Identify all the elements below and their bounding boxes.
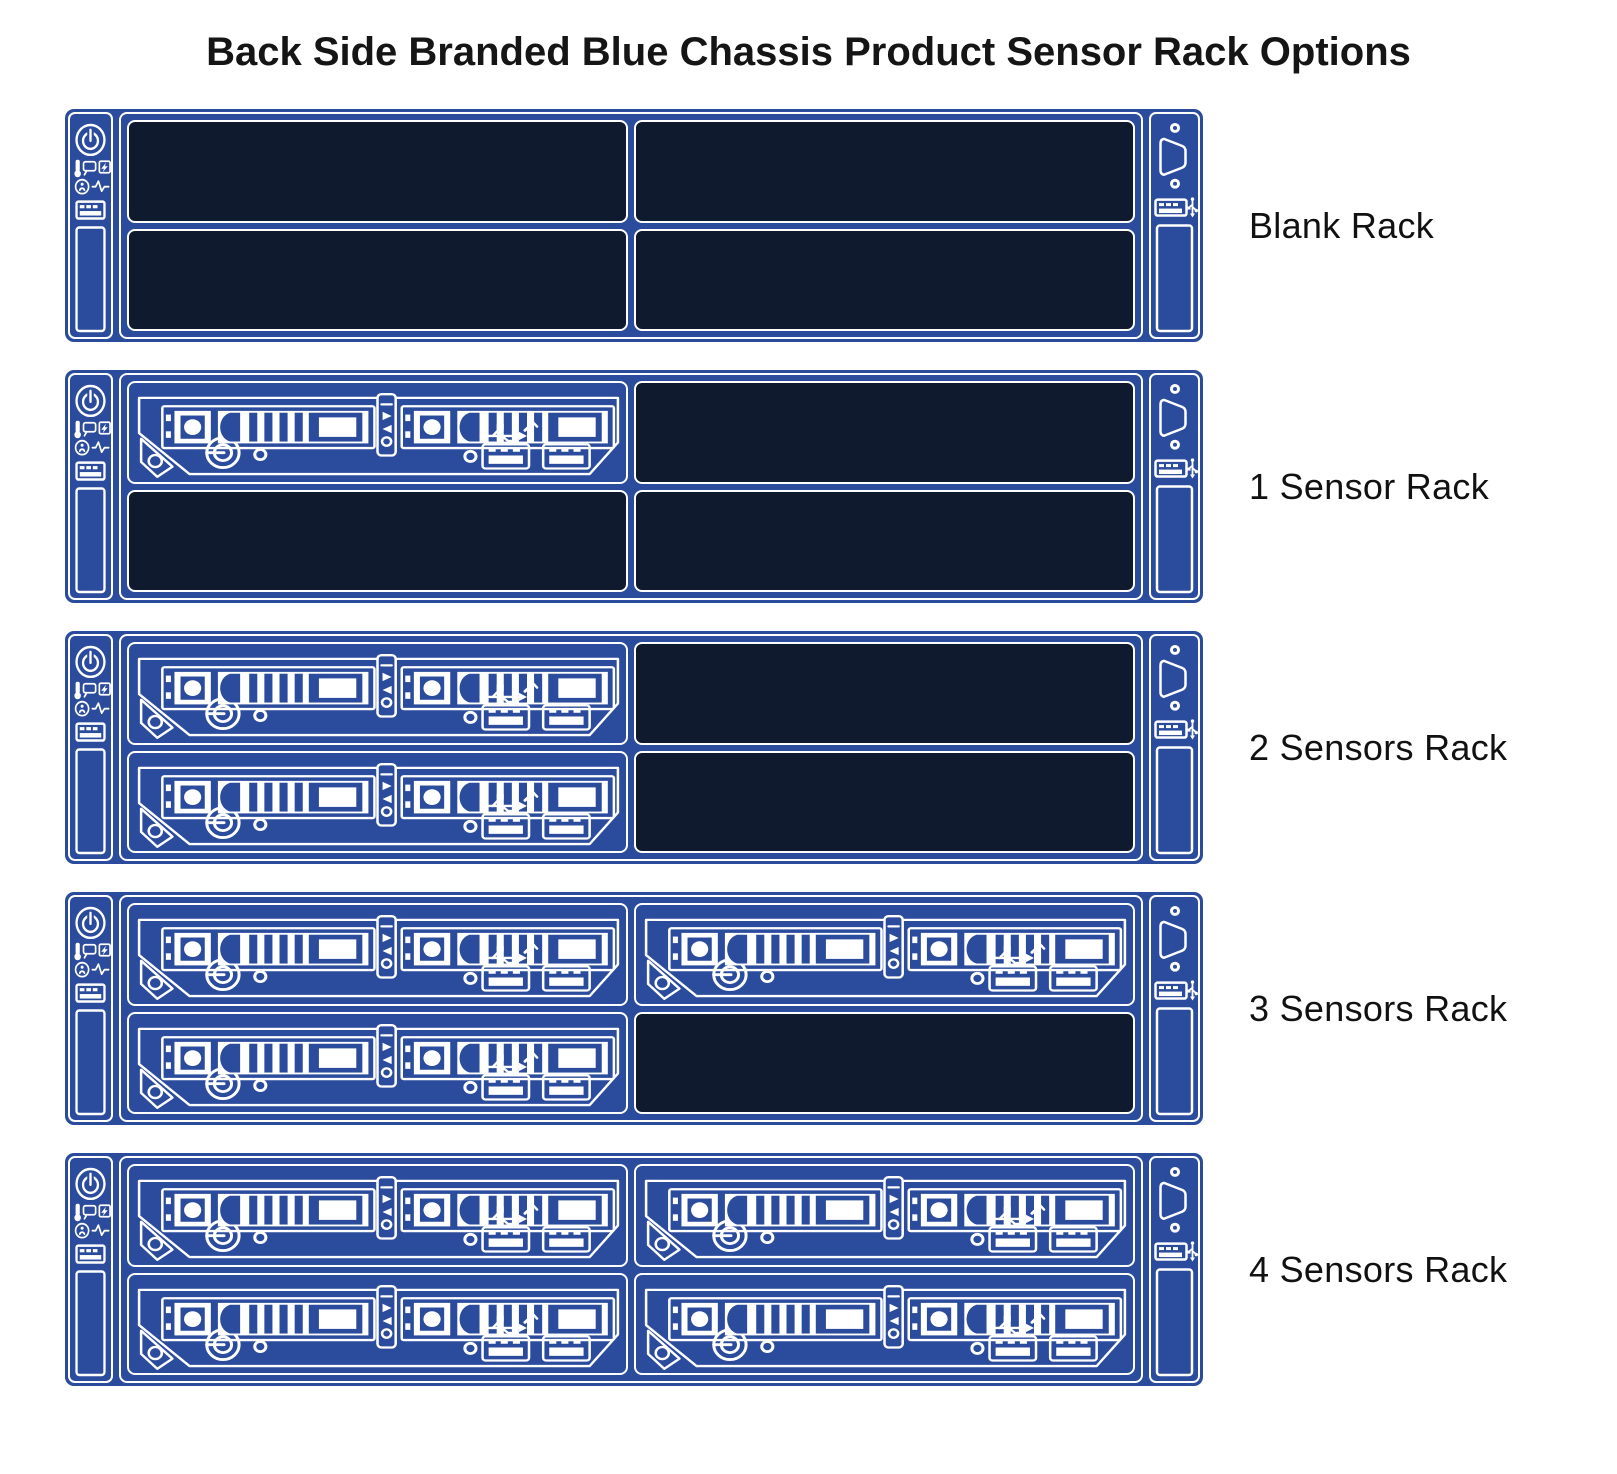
slot-empty <box>634 228 1135 331</box>
sensor-module-graphic <box>129 1275 626 1374</box>
right-panel-graphic <box>1154 382 1198 594</box>
slot-bay-area <box>119 112 1143 339</box>
slot-sensor-module <box>127 1164 628 1267</box>
slot-empty <box>634 489 1135 592</box>
left-panel-graphic <box>73 384 111 594</box>
slot-sensor-module <box>634 1164 1135 1267</box>
slot-empty <box>634 1011 1135 1114</box>
chassis <box>65 109 1203 342</box>
page-title: Back Side Branded Blue Chassis Product S… <box>206 30 1411 74</box>
left-control-panel <box>68 895 113 1122</box>
chassis <box>65 370 1203 603</box>
left-control-panel <box>68 634 113 861</box>
right-panel-graphic <box>1154 643 1198 855</box>
left-control-panel <box>68 373 113 600</box>
left-panel-graphic <box>73 1167 111 1377</box>
right-io-panel <box>1149 373 1200 600</box>
slot-sensor-module <box>127 903 628 1006</box>
slot-bay-area <box>119 634 1143 861</box>
slot-sensor-module <box>127 381 628 484</box>
rack-label: 2 Sensors Rack <box>1249 726 1508 768</box>
slot-sensor-module <box>634 1272 1135 1375</box>
chassis <box>65 631 1203 864</box>
slot-empty <box>127 120 628 223</box>
right-io-panel <box>1149 895 1200 1122</box>
right-panel-graphic <box>1154 904 1198 1116</box>
sensor-module-graphic <box>636 905 1133 1004</box>
left-panel-graphic <box>73 645 111 855</box>
slot-bay-area <box>119 1156 1143 1383</box>
slot-sensor-module <box>634 903 1135 1006</box>
rack-label: 1 Sensor Rack <box>1249 465 1490 507</box>
slot-sensor-module <box>127 1011 628 1114</box>
rack-label: Blank Rack <box>1249 204 1435 246</box>
slot-bay-area <box>119 895 1143 1122</box>
sensor-module-graphic <box>129 644 626 743</box>
slot-empty <box>634 120 1135 223</box>
left-control-panel <box>68 1156 113 1383</box>
slot-empty <box>634 750 1135 853</box>
left-panel-graphic <box>73 123 111 333</box>
slot-sensor-module <box>127 750 628 853</box>
slot-empty <box>634 642 1135 745</box>
rack-row: Blank Rack <box>65 109 1617 342</box>
sensor-module-graphic <box>129 753 626 852</box>
right-io-panel <box>1149 112 1200 339</box>
right-panel-graphic <box>1154 1165 1198 1377</box>
rack-rows: Blank Rack 1 Sensor Rack <box>0 109 1617 1386</box>
chassis <box>65 1153 1203 1386</box>
right-io-panel <box>1149 1156 1200 1383</box>
sensor-module-graphic <box>129 905 626 1004</box>
slot-sensor-module <box>127 1272 628 1375</box>
sensor-module-graphic <box>129 1166 626 1265</box>
slot-empty <box>127 489 628 592</box>
right-panel-graphic <box>1154 121 1198 333</box>
rack-row: 3 Sensors Rack <box>65 892 1617 1125</box>
rack-row: 2 Sensors Rack <box>65 631 1617 864</box>
slot-empty <box>127 228 628 331</box>
rack-row: 4 Sensors Rack <box>65 1153 1617 1386</box>
rack-row: 1 Sensor Rack <box>65 370 1617 603</box>
rack-label: 3 Sensors Rack <box>1249 987 1508 1029</box>
slot-sensor-module <box>127 642 628 745</box>
slot-empty <box>634 381 1135 484</box>
left-panel-graphic <box>73 906 111 1116</box>
left-control-panel <box>68 112 113 339</box>
rack-label: 4 Sensors Rack <box>1249 1248 1508 1290</box>
slot-bay-area <box>119 373 1143 600</box>
sensor-module-graphic <box>129 1014 626 1113</box>
sensor-module-graphic <box>636 1166 1133 1265</box>
sensor-module-graphic <box>129 383 626 482</box>
sensor-module-graphic <box>636 1275 1133 1374</box>
chassis <box>65 892 1203 1125</box>
right-io-panel <box>1149 634 1200 861</box>
